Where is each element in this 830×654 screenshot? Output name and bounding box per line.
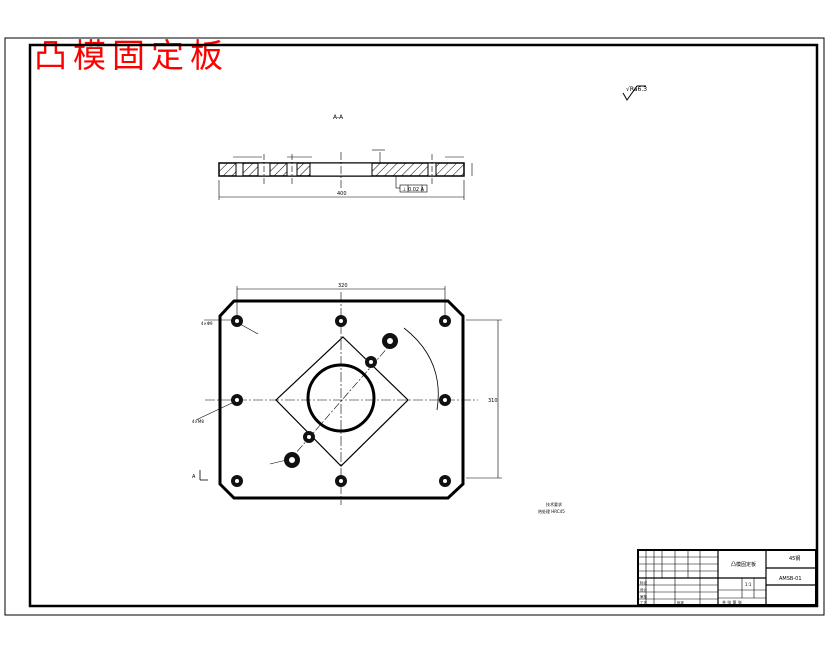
svg-text:凸模固定板: 凸模固定板 [731,561,756,568]
svg-text:批准: 批准 [677,600,685,605]
punch-hole-3 [303,431,315,443]
hole-bottom-mid [335,475,347,487]
punch-hole-2 [365,356,377,368]
svg-text:设计: 设计 [640,587,648,592]
svg-text:技术要求: 技术要求 [546,501,562,507]
svg-text:4×M8: 4×M8 [192,419,204,424]
punch-hole-1 [382,333,398,349]
hole-corner-tl [231,315,243,327]
svg-text:320: 320 [338,283,348,289]
inner-border [28,43,819,608]
plan-view: 320 310 4×Φ9 4×M8 A [192,283,502,505]
svg-text:热处理 HRC45: 热处理 HRC45 [538,508,565,514]
drawing-title: 凸模固定板 [34,36,229,75]
hole-left-mid [231,394,243,406]
svg-text:A: A [192,474,196,480]
title-block: 凸模固定板 45钢 AMSB-01 1:1 共 张 第 张 标记 设计 审核 工… [637,549,817,606]
section-view-label: A-A [333,114,344,121]
svg-text:AMSB-01: AMSB-01 [779,576,802,582]
section-view: 400 ⊥ 0.02 A [218,149,473,200]
roughness-symbol: √Ra6.3 [622,85,647,101]
outer-border [4,37,825,616]
svg-text:审核: 审核 [640,594,648,599]
svg-text:45钢: 45钢 [789,555,800,562]
technical-note: 技术要求 热处理 HRC45 [538,501,565,514]
hole-corner-bl [231,475,243,487]
punch-hole-4 [284,452,300,468]
hole-right-mid [439,394,451,406]
svg-text:1:1: 1:1 [745,582,752,587]
svg-text:⊥ 0.02 A: ⊥ 0.02 A [402,187,425,193]
hole-top-mid [335,315,347,327]
svg-text:工艺: 工艺 [640,600,648,605]
svg-text:4×Φ9: 4×Φ9 [201,321,213,326]
svg-text:400: 400 [337,191,347,197]
svg-text:310: 310 [488,398,498,404]
svg-text:共 张 第 张: 共 张 第 张 [722,599,742,605]
svg-text:√Ra6.3: √Ra6.3 [626,86,647,93]
svg-text:标记: 标记 [640,580,648,585]
hole-corner-tr [439,315,451,327]
hole-corner-br [439,475,451,487]
